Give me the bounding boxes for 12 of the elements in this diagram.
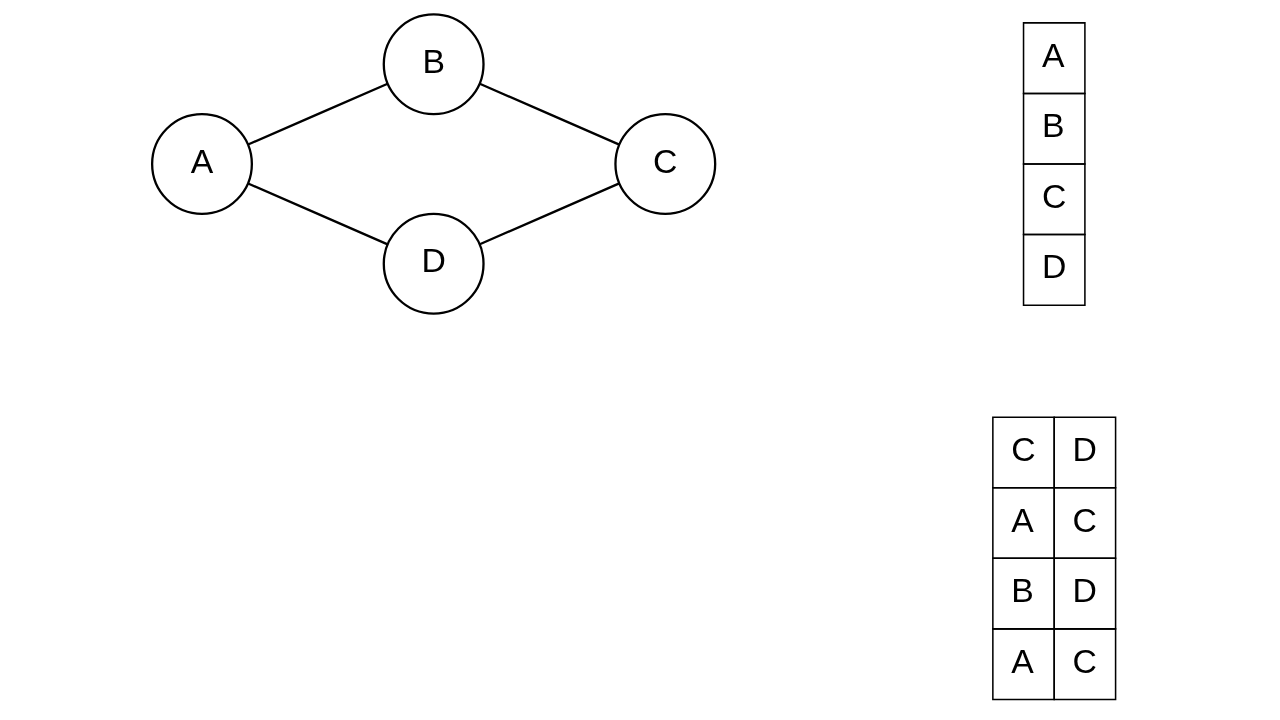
- label: D: [1072, 571, 1098, 610]
- label: A: [1011, 641, 1034, 680]
- label: C: [1011, 430, 1036, 469]
- label: B: [1041, 106, 1065, 145]
- label: A: [1011, 500, 1034, 539]
- label: C: [1041, 176, 1067, 215]
- label: A: [1041, 35, 1065, 74]
- label: C: [1072, 641, 1098, 680]
- label: C: [1072, 500, 1098, 539]
- label: D: [1072, 430, 1098, 469]
- label: D: [1041, 247, 1067, 286]
- label: B: [1011, 571, 1034, 610]
